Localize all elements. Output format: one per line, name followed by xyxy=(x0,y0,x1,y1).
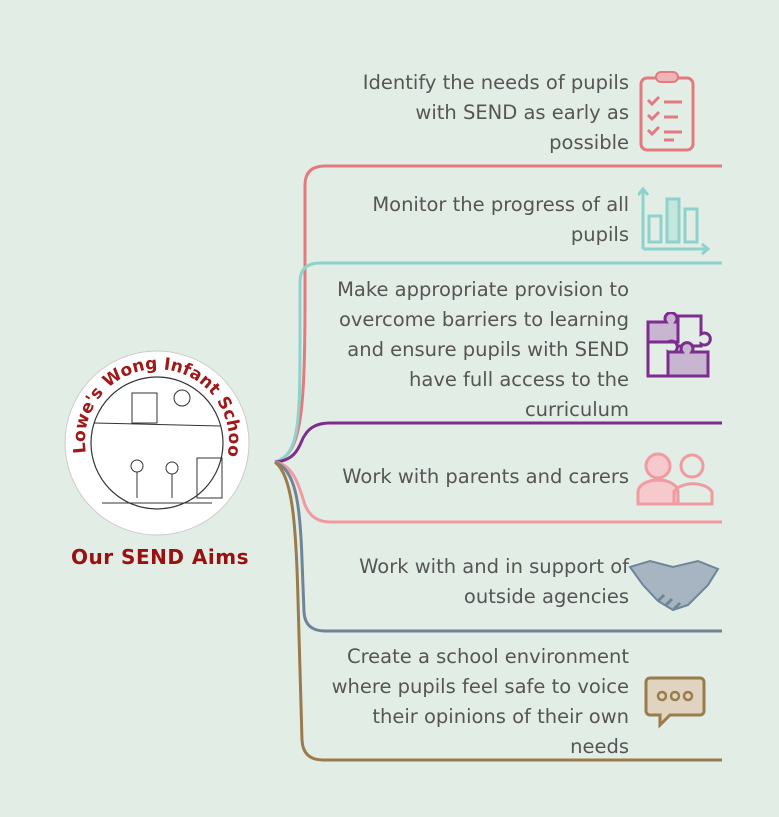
connector-line-5 xyxy=(274,460,722,633)
aim-4-text: Work with parents and carers xyxy=(342,465,629,488)
speech-bubble-icon xyxy=(644,676,706,729)
people-icon xyxy=(636,452,714,506)
puzzle-icon xyxy=(646,312,712,378)
aim-6-text: Create a school environment where pupils… xyxy=(331,645,629,758)
aim-2-text: Monitor the progress of all pupils xyxy=(372,193,629,246)
connector-line-6 xyxy=(274,460,722,762)
connector-line-2 xyxy=(274,261,722,464)
aim-5-text: Work with and in support of outside agen… xyxy=(359,555,629,608)
bar-chart-icon xyxy=(638,186,711,255)
diagram-title: Our SEND Aims xyxy=(70,545,249,569)
school-logo: Lowe's Wong Infant School xyxy=(59,333,252,538)
handshake-icon xyxy=(628,559,720,612)
aim-1-text: Identify the needs of pupils with SEND a… xyxy=(362,71,629,154)
aim-3-text: Make appropriate provision to overcome b… xyxy=(337,278,629,421)
connector-line-3 xyxy=(274,421,722,464)
clipboard-checklist-icon xyxy=(639,71,695,152)
connector-line-4 xyxy=(274,460,722,524)
